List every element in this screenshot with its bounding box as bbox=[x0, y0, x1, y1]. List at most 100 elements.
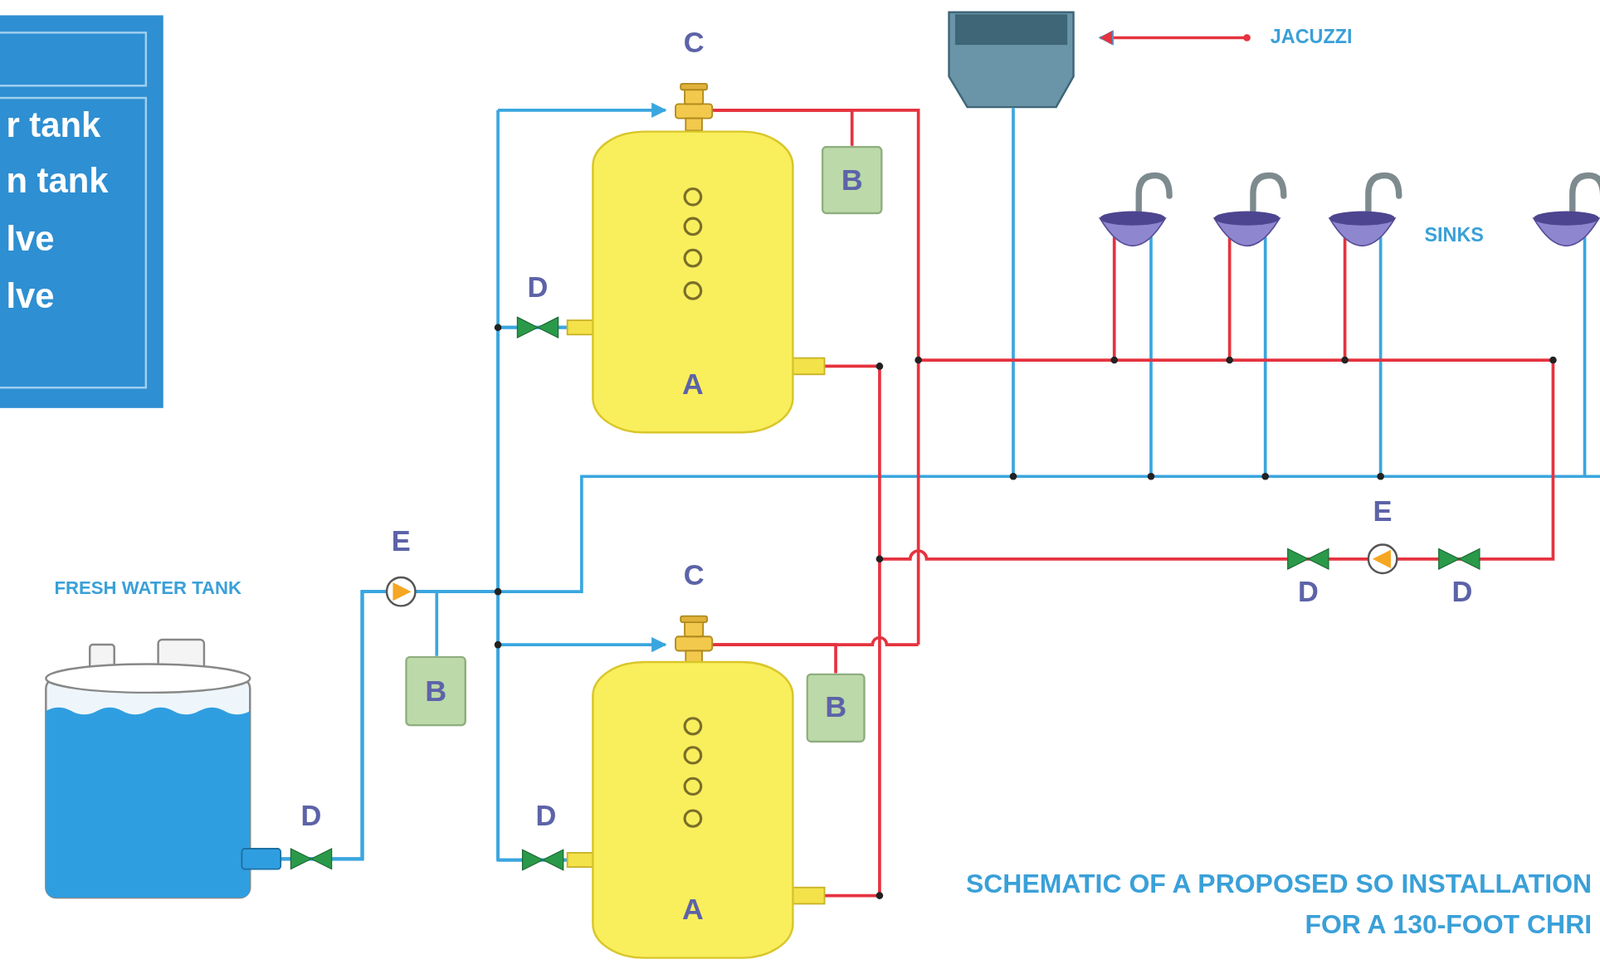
expansion-tank: B bbox=[404, 656, 467, 727]
drawing-ellipse bbox=[45, 663, 250, 693]
legend-fragment: lve bbox=[5, 219, 54, 259]
callout-letter: C bbox=[683, 26, 705, 60]
callout-letter: D bbox=[1452, 576, 1474, 610]
water-heater-tank: A bbox=[591, 661, 794, 960]
shutoff-valve bbox=[517, 317, 558, 338]
drawing-circle bbox=[1243, 34, 1251, 42]
fixture-label: SINKS bbox=[1424, 224, 1484, 248]
drawing-circle bbox=[1225, 356, 1234, 365]
drawing-rect bbox=[675, 103, 713, 118]
drawing-rect bbox=[791, 887, 825, 905]
sink-symbol bbox=[1214, 175, 1284, 246]
drawing-ellipse bbox=[1329, 211, 1396, 226]
drawing-path bbox=[1572, 175, 1600, 216]
callout-letter: E bbox=[391, 525, 411, 559]
drawing-path bbox=[1372, 550, 1391, 569]
drawing-circle bbox=[386, 577, 415, 606]
drawing-circle bbox=[1549, 356, 1557, 365]
drawing-rect bbox=[45, 678, 250, 898]
drawing-rect bbox=[0, 97, 147, 388]
drawing-path bbox=[1138, 175, 1170, 216]
callout-letter: C bbox=[683, 559, 705, 593]
fresh-water-tank: FRESH WATER TANK bbox=[14, 571, 281, 904]
drawing-circle bbox=[1368, 545, 1397, 574]
sink-symbol bbox=[1100, 175, 1171, 246]
drawing-circle bbox=[1110, 356, 1118, 365]
drawing-circle bbox=[494, 641, 503, 649]
expansion-tank: B bbox=[821, 146, 883, 215]
pipe-connector bbox=[280, 591, 592, 860]
callout-letter: D bbox=[301, 800, 322, 834]
sink-symbols bbox=[1100, 175, 1600, 246]
drawing-path bbox=[1100, 30, 1113, 45]
part-letter: A bbox=[682, 366, 704, 401]
sink-symbol bbox=[1533, 175, 1600, 246]
pump-symbol bbox=[386, 577, 415, 606]
drawing-circle bbox=[494, 323, 503, 332]
drawing-rect bbox=[0, 32, 147, 86]
drawing-rect bbox=[685, 118, 703, 132]
callout-letter: D bbox=[1297, 576, 1319, 610]
drawing-rect bbox=[791, 358, 825, 376]
part-letter: A bbox=[682, 892, 704, 927]
legend-fragment: lve bbox=[5, 276, 54, 317]
drawing-circle bbox=[1147, 473, 1156, 481]
drawing-rect bbox=[680, 83, 708, 90]
part-letter: B bbox=[841, 163, 864, 198]
drawing-rect bbox=[680, 616, 708, 623]
shutoff-valve bbox=[290, 848, 332, 870]
tank-label: FRESH WATER TANK bbox=[54, 577, 242, 599]
drawing-circle bbox=[1261, 473, 1269, 481]
drawing-ellipse bbox=[1214, 211, 1280, 226]
drawing-path bbox=[714, 637, 919, 645]
sink-symbol bbox=[1329, 175, 1400, 246]
drawing-path bbox=[1228, 236, 1232, 361]
jacuzzi-symbol bbox=[949, 12, 1251, 108]
drawing-circle bbox=[876, 362, 884, 371]
drawing-path bbox=[1343, 236, 1347, 361]
part-letter: B bbox=[424, 674, 447, 709]
fixture-label: JACUZZI bbox=[1270, 25, 1353, 49]
drawing-path bbox=[45, 707, 250, 898]
drawing-ellipse bbox=[1100, 211, 1166, 226]
drawing-circle bbox=[1341, 356, 1349, 365]
drawing-rect bbox=[675, 636, 713, 651]
shutoff-valve bbox=[522, 849, 564, 871]
drawing-rect bbox=[241, 848, 281, 870]
drawing-path bbox=[949, 12, 1074, 108]
drawing-line bbox=[1100, 36, 1248, 40]
drawing-g bbox=[675, 616, 713, 664]
legend-fragment: r tank bbox=[5, 105, 101, 146]
drawing-path bbox=[879, 360, 1554, 560]
drawing-rect bbox=[567, 853, 595, 868]
drawing-path bbox=[1253, 175, 1284, 216]
drawing-path bbox=[1368, 175, 1400, 216]
hot-pipes bbox=[714, 110, 1554, 897]
drawing-rect bbox=[955, 14, 1068, 45]
callout-letter: D bbox=[535, 800, 557, 834]
drawing-path bbox=[1583, 236, 1587, 477]
shutoff-valve bbox=[1439, 549, 1480, 571]
drawing-path bbox=[392, 582, 411, 601]
drawing-rect bbox=[0, 14, 164, 408]
expansion-tank: B bbox=[805, 673, 865, 744]
valve-symbols bbox=[290, 317, 1479, 870]
fresh-water-tank bbox=[45, 639, 281, 898]
drawing-path bbox=[497, 643, 666, 647]
drawing-path bbox=[1379, 236, 1383, 477]
caption: SCHEMATIC OF A PROPOSED SO INSTALLATION … bbox=[918, 863, 1593, 945]
pump-symbol bbox=[1368, 545, 1397, 574]
drawing-circle bbox=[876, 556, 884, 564]
drawing-rect bbox=[567, 320, 595, 335]
drawing-path bbox=[497, 108, 666, 113]
drawing-path bbox=[497, 476, 1600, 592]
legend-fragment: n tank bbox=[5, 160, 108, 201]
drawing-path bbox=[1263, 236, 1268, 477]
drawing-circle bbox=[1376, 473, 1385, 481]
callout-letter: D bbox=[527, 271, 549, 305]
drawing-circle bbox=[876, 892, 884, 900]
drawing-path bbox=[496, 110, 500, 861]
drawing-path bbox=[824, 365, 880, 896]
part-letter: B bbox=[824, 691, 847, 726]
